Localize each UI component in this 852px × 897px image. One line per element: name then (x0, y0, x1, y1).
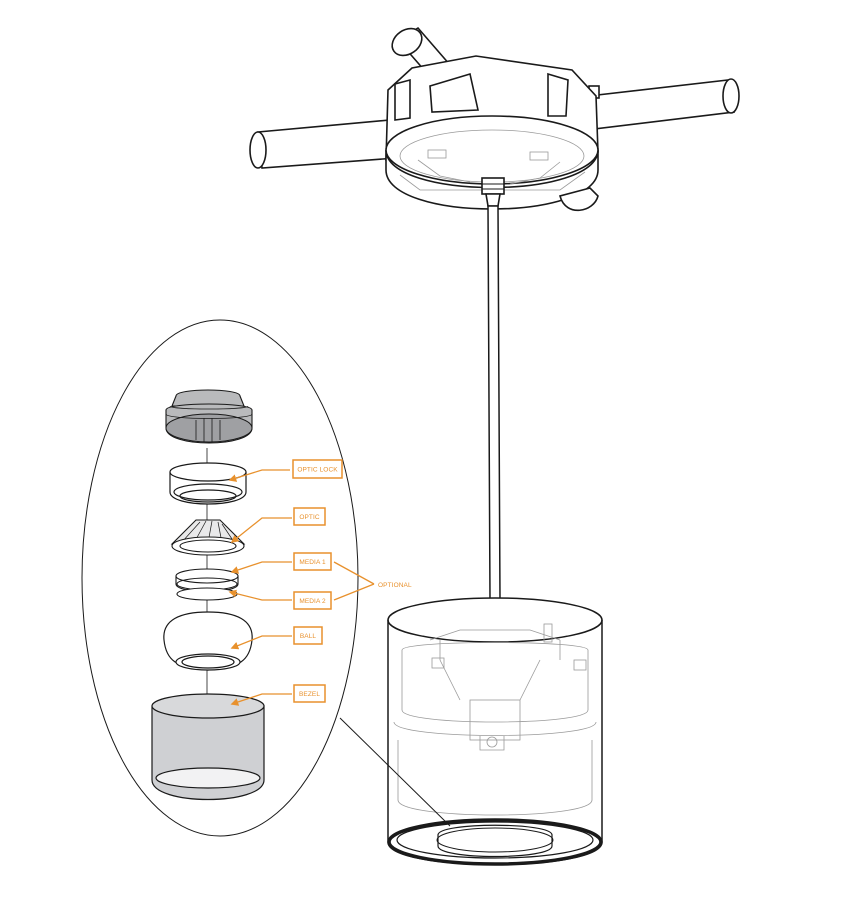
ball-leader (230, 635, 292, 650)
ball-callout: BALL (293, 626, 323, 645)
bezel-leader (230, 693, 292, 706)
optional-bracket-upper (333, 561, 375, 585)
optic-part (170, 519, 246, 556)
optional-label: OPTIONAL (378, 582, 412, 589)
bezel-part (151, 693, 265, 800)
media-rings-part (175, 568, 239, 601)
callout-labels: OPTIC LOCK OPTIC MEDIA 1 MEDIA 2 BALL BE… (292, 459, 412, 703)
optic-label: OPTIC (299, 514, 320, 521)
suspension-rod (487, 205, 501, 601)
optional-bracket-lower (333, 583, 375, 601)
optic-lock-leader (228, 469, 290, 482)
detail-leader-line (339, 717, 451, 827)
media2-label: MEDIA 2 (299, 598, 326, 605)
left-tube (249, 119, 397, 169)
bezel-callout: BEZEL (293, 684, 326, 703)
optic-callout: OPTIC (293, 507, 326, 526)
ball-label: BALL (300, 633, 317, 640)
optic-lock-part (169, 462, 247, 505)
ceiling-mount (249, 26, 740, 212)
ball-part (163, 611, 253, 671)
optic-lock-label: OPTIC LOCK (297, 467, 338, 474)
optic-lock-callout: OPTIC LOCK (292, 459, 343, 479)
detail-bubble (81, 319, 451, 837)
canopy-lobe (559, 187, 599, 212)
callouts (228, 469, 375, 706)
exploded-parts (151, 389, 265, 800)
media1-label: MEDIA 1 (299, 559, 326, 566)
pendant-cylinder (387, 597, 603, 866)
pendant-hidden-lines (393, 623, 597, 816)
media2-leader (228, 589, 292, 601)
right-tube (579, 78, 740, 131)
media1-callout: MEDIA 1 (293, 552, 332, 571)
media1-leader (230, 561, 292, 574)
optic-leader (230, 517, 292, 543)
led-module (165, 389, 253, 444)
bezel-label: BEZEL (299, 691, 320, 698)
media2-callout: MEDIA 2 (293, 591, 332, 610)
